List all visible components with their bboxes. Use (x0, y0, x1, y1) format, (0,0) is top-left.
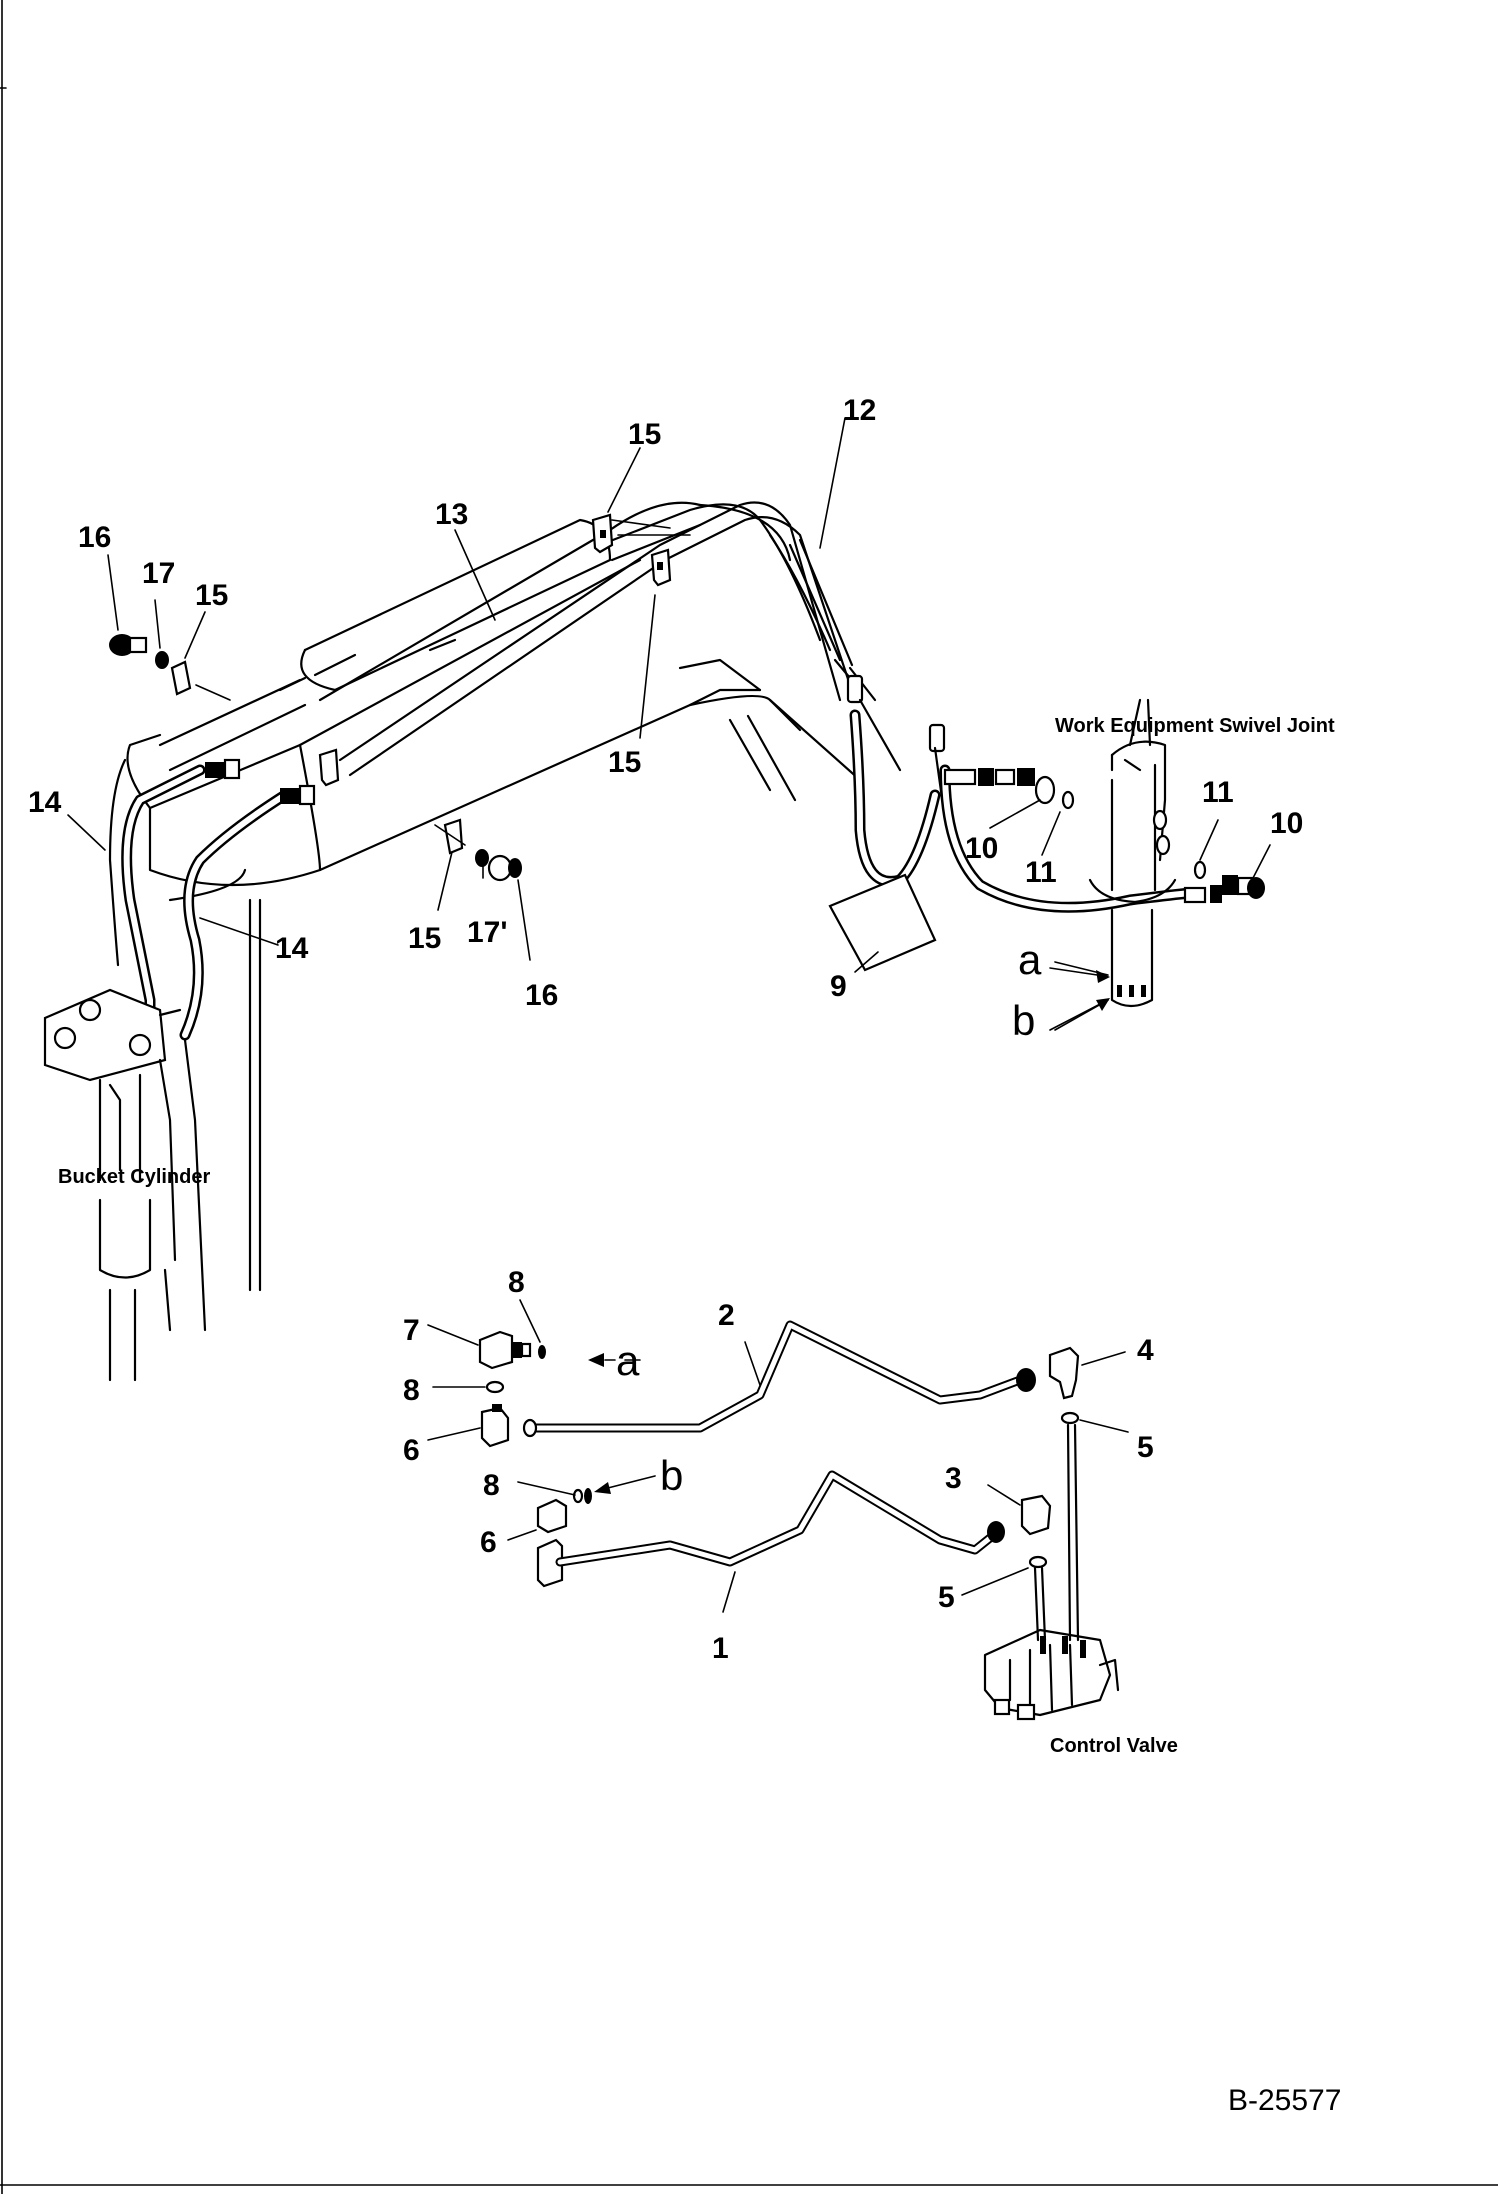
drawing-number: B-25577 (1228, 2084, 1341, 2117)
callout-9: 9 (830, 970, 847, 1003)
boom-piping (338, 501, 947, 822)
callout-10: 10 (965, 832, 998, 865)
callout-4: 4 (1137, 1334, 1154, 1367)
callout-7: 7 (403, 1314, 420, 1347)
port-letter-a: a (616, 1337, 640, 1384)
callout-6: 6 (403, 1434, 420, 1467)
clamps-15-arm (318, 513, 691, 855)
callout-6: 6 (480, 1526, 497, 1559)
callout-2: 2 (718, 1299, 735, 1332)
callout-1: 1 (712, 1632, 729, 1665)
callout-11: 11 (1202, 776, 1234, 809)
swivel-joint (1088, 698, 1177, 1008)
callout-8: 8 (403, 1374, 420, 1407)
callout-16: 16 (78, 521, 111, 554)
part-labels: Work Equipment Swivel Joint Bucket Cylin… (58, 715, 1335, 1757)
callout-5: 5 (1137, 1431, 1154, 1464)
callout-15: 15 (195, 579, 228, 612)
callout-16: 16 (525, 979, 558, 1012)
fittings-10-11-right (1183, 860, 1265, 904)
fittings-10-11-left (943, 768, 1075, 810)
callout-15: 15 (408, 922, 441, 955)
port-letter-a: a (1018, 936, 1042, 983)
port-letter-b: b (1012, 997, 1035, 1044)
callout-3: 3 (945, 1462, 962, 1495)
callout-13: 13 (435, 498, 468, 531)
control-valve (983, 1628, 1120, 1721)
leader-lines (67, 417, 1271, 1613)
fasteners-16-17-bottom (434, 824, 522, 882)
bucket-cylinder-label: Bucket Cylinder (58, 1166, 210, 1188)
port-letters: a b a b (616, 936, 1042, 1499)
callout-14: 14 (275, 932, 309, 965)
hoses-9 (828, 709, 1196, 972)
port-letter-b: b (660, 1452, 683, 1499)
callout-15: 15 (628, 418, 661, 451)
control-valve-label: Control Valve (1050, 1735, 1178, 1757)
callout-12: 12 (843, 394, 876, 427)
arm-cylinder-13 (158, 518, 612, 772)
swivel-joint-label: Work Equipment Swivel Joint (1055, 715, 1335, 737)
callout-labels: 16 17 15 13 15 12 15 14 14 15 17' 16 10 … (28, 394, 1303, 1665)
fasteners-16-17-top (109, 634, 231, 701)
callout-14: 14 (28, 786, 62, 819)
callout-17-prime: 17' (467, 916, 508, 949)
callout-11: 11 (1025, 856, 1057, 889)
callout-10: 10 (1270, 807, 1303, 840)
callout-5: 5 (938, 1581, 955, 1614)
arm-assembly (126, 501, 862, 902)
lower-piping (478, 1320, 1080, 1642)
hoses-14 (108, 758, 316, 1041)
callout-8: 8 (483, 1469, 500, 1502)
callout-15: 15 (608, 746, 641, 779)
callout-8: 8 (508, 1266, 525, 1299)
bucket-cylinder-head (43, 898, 262, 1382)
callout-17: 17 (142, 557, 175, 590)
